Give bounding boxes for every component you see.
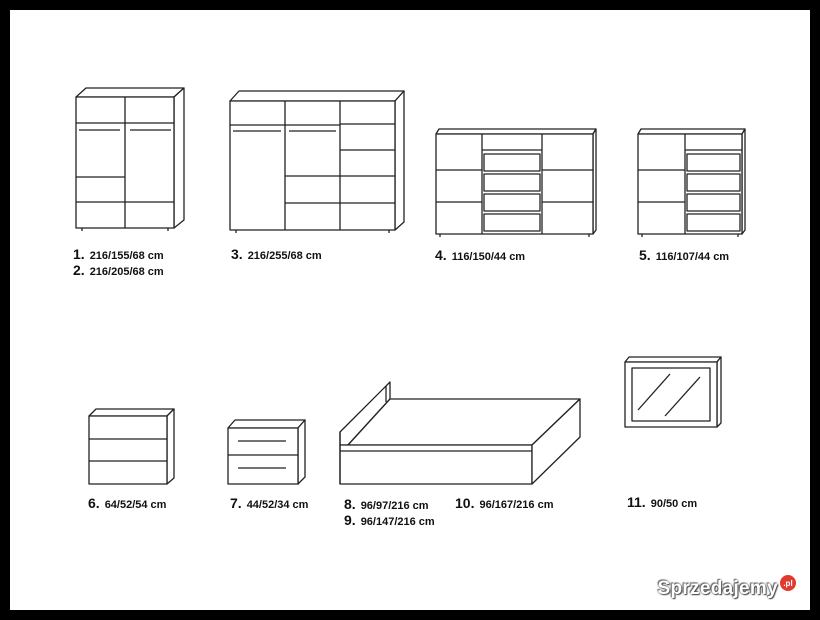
dresser-narrow (637, 128, 746, 237)
label-item-4: 4.116/150/44 cm (435, 247, 526, 263)
watermark-badge: .pl (780, 575, 796, 591)
label-item-8: 8.96/97/216 cm (344, 496, 429, 512)
label-item-10: 10.96/167/216 cm (455, 495, 554, 511)
chest-three-drawer (88, 408, 175, 485)
label-item-1: 1.216/155/68 cm (73, 246, 164, 262)
label-item-9: 9.96/147/216 cm (344, 512, 435, 528)
wardrobe-three-door (229, 90, 405, 233)
watermark-text: Sprzedajemy (657, 578, 778, 599)
watermark-logo: Sprzedajemy .pl (657, 575, 796, 600)
bed (339, 381, 581, 485)
furniture-drawing (75, 87, 746, 485)
mirror (624, 356, 722, 428)
label-item-11: 11.90/50 cm (627, 494, 698, 510)
nightstand (227, 419, 306, 485)
wardrobe-two-door (75, 87, 185, 231)
label-item-2: 2.216/205/68 cm (73, 262, 164, 278)
label-item-3: 3.216/255/68 cm (231, 246, 322, 262)
label-item-5: 5.116/107/44 cm (639, 247, 730, 263)
label-item-7: 7.44/52/34 cm (230, 495, 309, 511)
dresser-wide (435, 128, 597, 237)
catalog-sheet: 1.216/155/68 cm 2.216/205/68 cm 3.216/25… (10, 10, 810, 610)
label-item-6: 6.64/52/54 cm (88, 495, 167, 511)
